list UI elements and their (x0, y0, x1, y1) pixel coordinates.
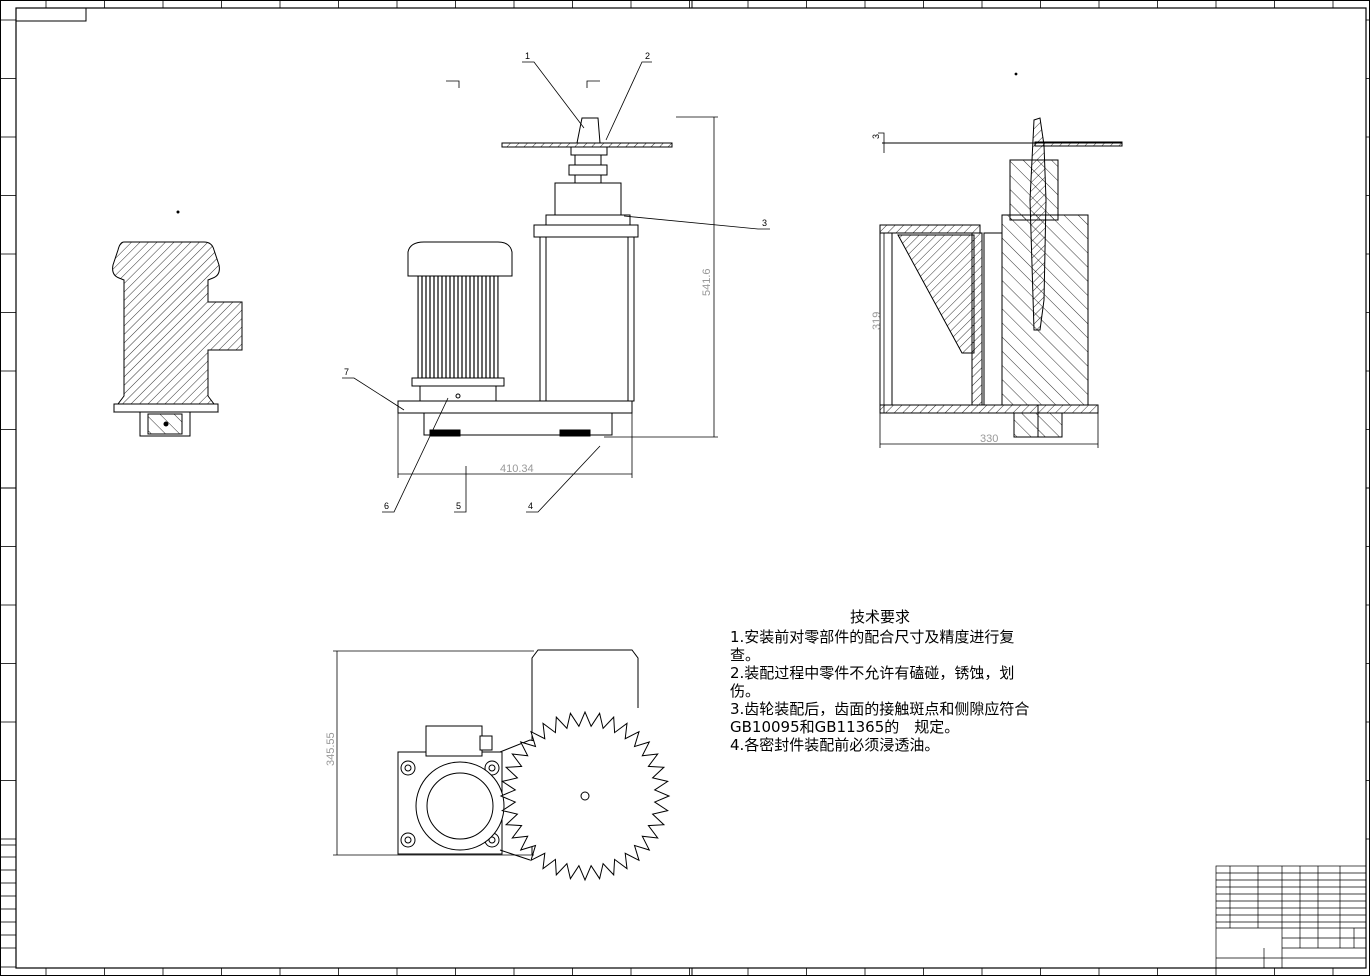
balloon-2: 2 (645, 51, 650, 61)
front-view-dimensions (342, 61, 770, 513)
balloon-6: 6 (384, 501, 389, 511)
dim-top-height: 345.55 (325, 732, 337, 766)
tech-requirements: 技术要求 1.安装前对零部件的配合尺寸及精度进行复查。 2.装配过程中零件不允许… (730, 608, 1030, 754)
front-view (397, 117, 673, 437)
top-view-dimensions (333, 650, 534, 856)
tech-requirement-3: 3.齿轮装配后，齿面的接触斑点和侧隙应符合GB10095和GB11365的 规定… (730, 700, 1030, 736)
top-view (397, 649, 671, 882)
front-view-dim-text: 541.6 410.34 1 2 3 4 5 6 7 (344, 51, 767, 511)
dim-section-height: 319 (871, 312, 883, 330)
title-block (1215, 865, 1367, 969)
tech-requirement-2: 2.装配过程中零件不允许有磕碰，锈蚀，划伤。 (730, 664, 1015, 700)
balloon-3: 3 (762, 218, 767, 228)
tech-requirement-1: 1.安装前对零部件的配合尺寸及精度进行复查。 (730, 628, 1015, 664)
left-section-view (112, 210, 243, 437)
right-section-dimensions (878, 72, 1099, 448)
dim-front-width: 410.34 (500, 463, 534, 475)
right-section-dim-text: 319 330 3 (871, 134, 998, 445)
balloon-7: 7 (344, 367, 349, 377)
section-balloon-3: 3 (871, 134, 881, 139)
balloon-5: 5 (456, 501, 461, 511)
dim-front-height: 541.6 (701, 268, 713, 296)
right-section-view (879, 117, 1123, 438)
revision-strip (0, 844, 17, 968)
dim-section-width: 330 (980, 433, 998, 445)
balloon-1: 1 (525, 51, 530, 61)
tech-requirements-title: 技术要求 (849, 608, 910, 626)
tech-requirement-4: 4.各密封件装配前必须浸透油。 (730, 736, 940, 754)
balloon-4: 4 (528, 501, 533, 511)
